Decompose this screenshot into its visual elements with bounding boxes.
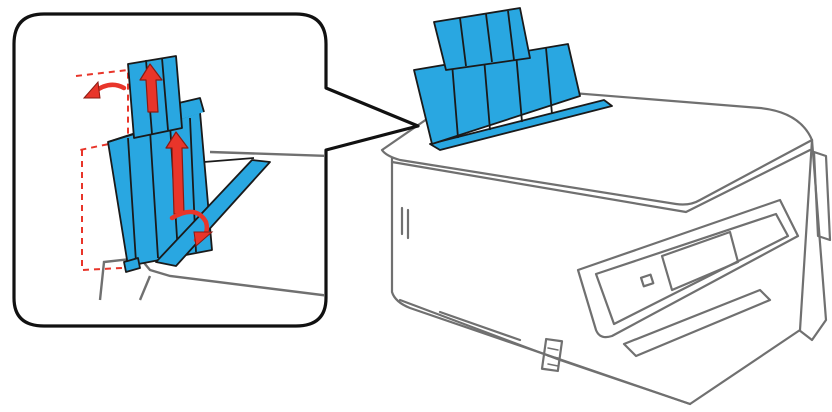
detail-feeder-guard-top [203,157,255,163]
detail-support-lower-ribs [127,117,197,263]
paper-support-on-printer [413,7,613,151]
output-tray [622,288,772,358]
dashed-extension-outline [75,68,129,151]
callout-border [12,12,420,328]
control-panel-inner [594,212,790,326]
curved-arrow-heads [82,80,214,247]
paper-support-extension-ribs [459,10,515,67]
lcd-screen [660,230,740,292]
detail-feeder-guard [155,159,271,267]
printer-base-edge [398,298,692,406]
home-button [639,273,655,288]
callout-bubble [12,12,420,328]
arrow-raise-extension [139,63,163,113]
side-slot [400,206,410,240]
paper-support-lower-ribs [451,47,553,139]
paper-support-extension [433,7,531,71]
dashed-support-outline [81,150,123,272]
ink-tank-side [812,150,832,242]
front-foot [438,310,522,342]
detail-bottom-tab [123,257,141,273]
arrow-flip-guard-head [193,231,214,247]
memory-card-slot [540,337,564,373]
rear-feeder-base [429,99,613,151]
arrow-tilt-back-head [82,80,101,99]
memory-card-slot-lines [547,347,559,367]
detail-printer-outline [98,150,324,301]
callout-detail [75,55,324,301]
dashed-tilt-guides [75,68,129,272]
control-panel [576,198,800,339]
scanner-lid-lip [390,148,812,214]
